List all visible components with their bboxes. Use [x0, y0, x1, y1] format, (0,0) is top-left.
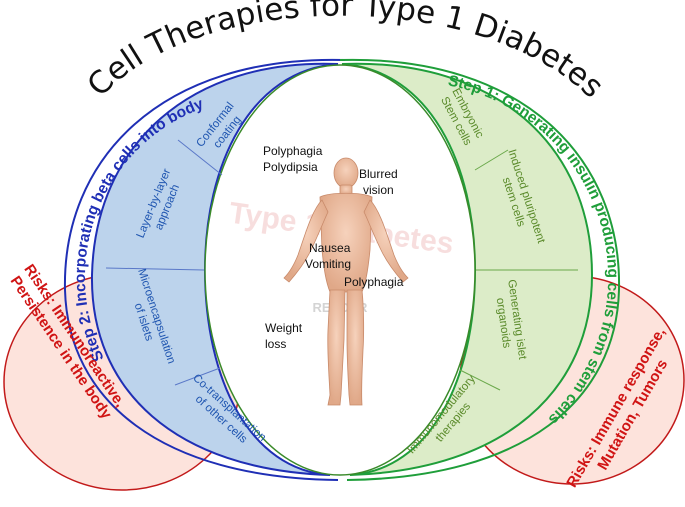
step2-outer-arc	[63, 58, 346, 481]
step2-divider	[174, 367, 221, 386]
step1-outer-arc	[339, 58, 621, 481]
human-body-figure	[283, 157, 409, 406]
symptom-polyphagia-top: Polyphagia	[263, 144, 323, 158]
symptom-polyphagia-right: Polyphagia	[344, 275, 404, 289]
symptom-nausea: Nausea	[309, 241, 351, 255]
left-arm	[283, 199, 329, 283]
step2-region	[90, 62, 339, 476]
left-leg	[327, 289, 346, 406]
symptom-loss: loss	[265, 337, 286, 351]
head	[333, 157, 359, 189]
symptom-weight: Weight	[265, 321, 303, 335]
symptom-polydipsia: Polydipsia	[263, 160, 318, 174]
right-arm	[363, 199, 409, 283]
torso	[319, 192, 373, 293]
symptom-vision: vision	[363, 183, 394, 197]
step2-divider	[105, 267, 205, 271]
symptom-vomiting: Vomiting	[305, 257, 351, 271]
step2-divider	[177, 139, 223, 176]
step1-divider	[474, 149, 509, 171]
right-leg	[346, 289, 365, 406]
symptom-blurred: Blurred	[359, 167, 398, 181]
step1-divider	[459, 369, 501, 391]
step1-region	[341, 62, 594, 476]
